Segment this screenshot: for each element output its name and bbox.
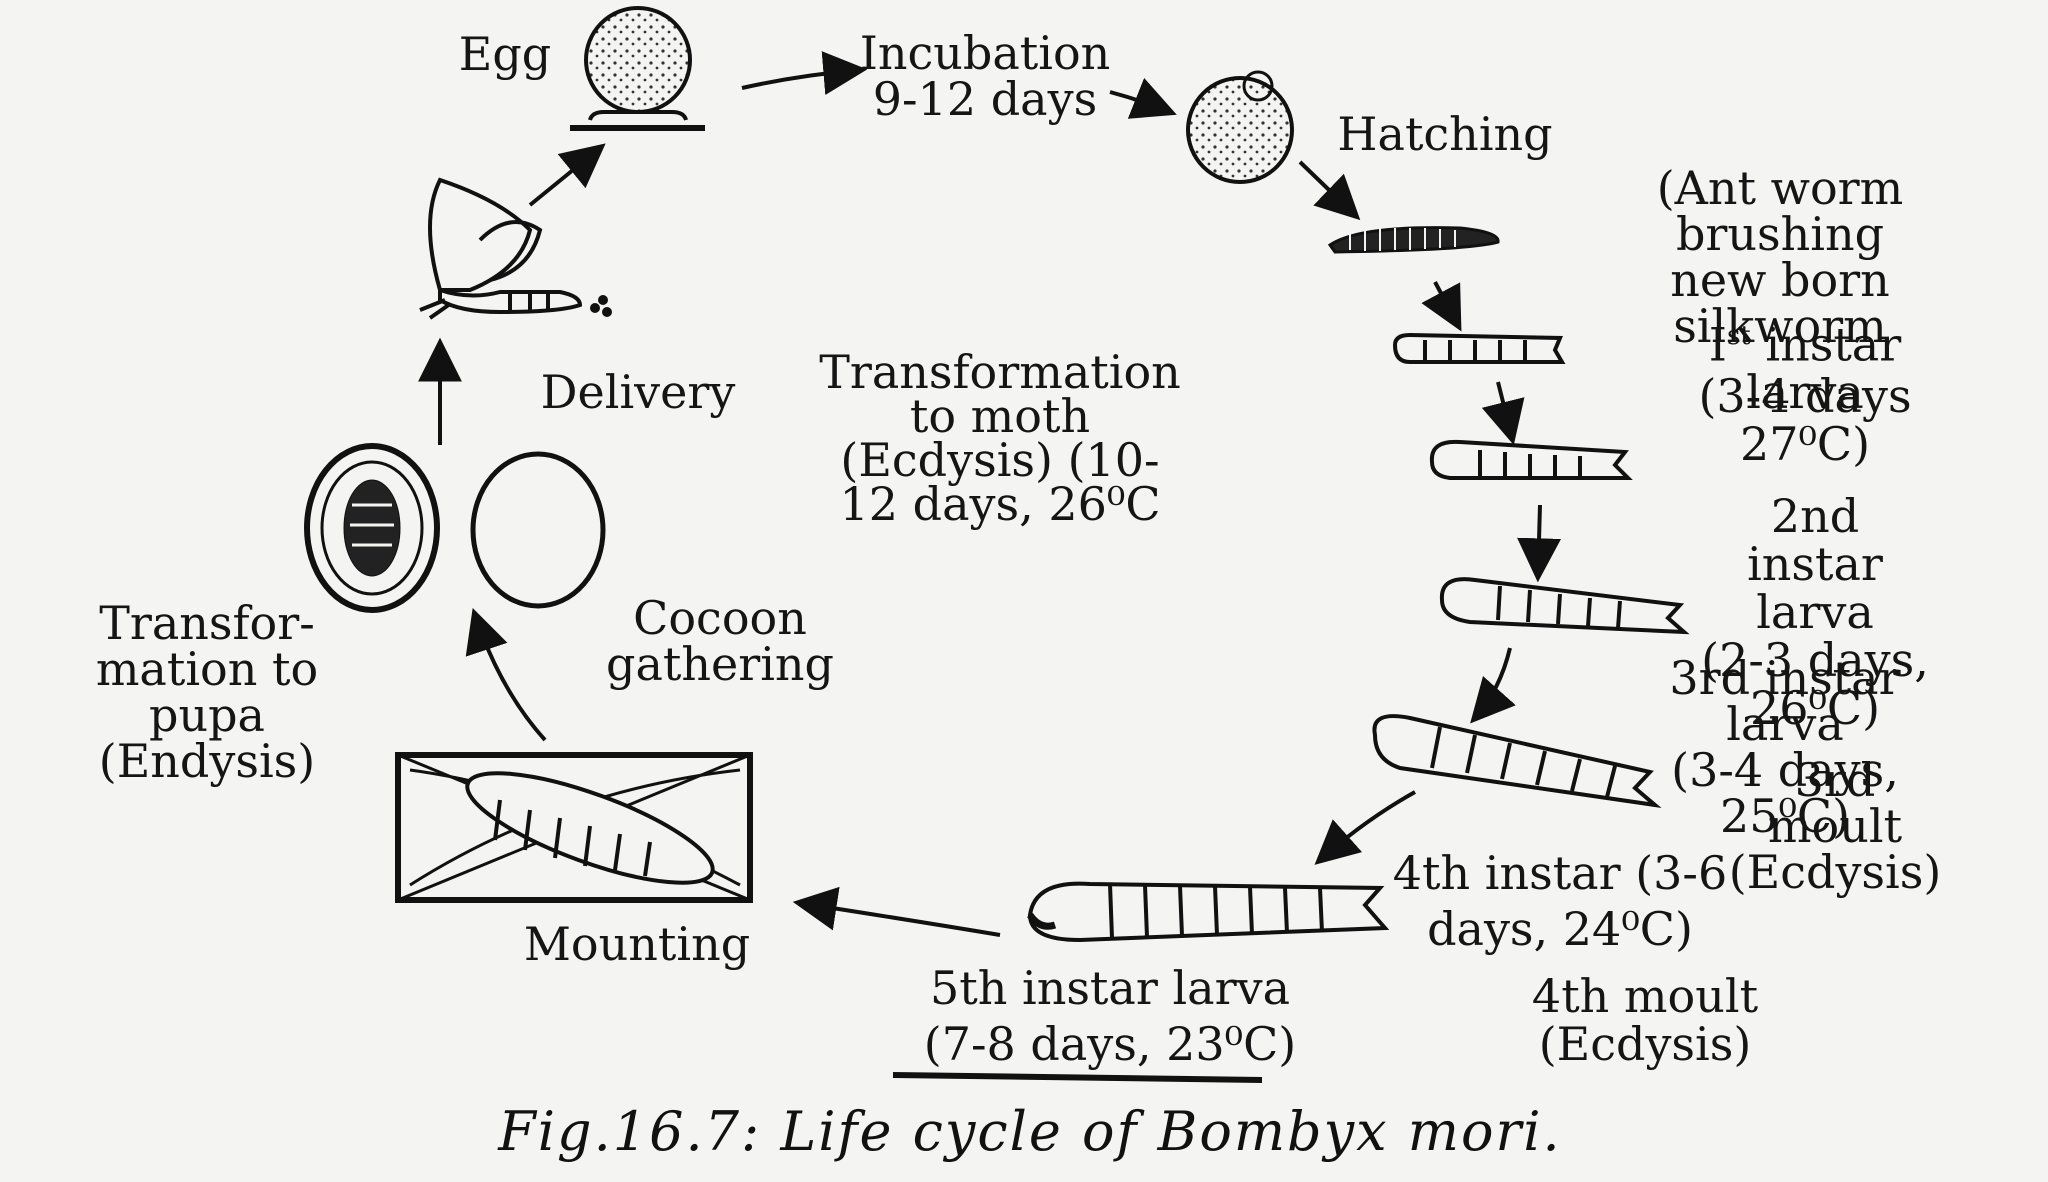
hatching-egg-illustration xyxy=(1186,70,1294,184)
fifth-instar-larva-illustration xyxy=(1027,881,1390,943)
pupa-cocoon-illustration xyxy=(304,443,440,613)
label-cocoon-gathering: Cocoon gathering xyxy=(606,591,834,691)
arrow-fifth-to-mounting xyxy=(792,886,1001,937)
mounting-frame-illustration xyxy=(395,752,753,903)
label-fourth-instar: 4th instar (3-6 days, 24⁰C) xyxy=(1392,846,1728,956)
arrow-mounting-to-cocoon xyxy=(465,608,547,742)
second-instar-larva-illustration xyxy=(1429,439,1633,480)
label-hatching: Hatching xyxy=(1337,107,1553,161)
label-third-instar: 3rd instar larva (3-4 days, 25⁰C) xyxy=(1669,651,1901,843)
label-mounting: Mounting xyxy=(523,917,751,971)
label-second-instar: 2nd instar larva (2-3 days, 26⁰C) xyxy=(1701,489,1929,735)
moth-illustration xyxy=(419,177,612,320)
label-first-instar-text: instar larva xyxy=(1746,317,1902,420)
arrow-antworm-to-first-instar xyxy=(1421,281,1462,332)
third-moult-larva-illustration xyxy=(1372,714,1662,808)
arrow-moth-to-egg xyxy=(528,143,606,207)
label-delivery: Delivery xyxy=(540,365,736,419)
figure-caption: Fig.16.7: Life cycle of Bombyx mori. xyxy=(498,1100,1562,1163)
arrow-third-instar-to-moult xyxy=(1470,647,1516,724)
ant-worm-illustration xyxy=(1327,226,1500,254)
label-third-moult: 3rd moult (Ecdysis) xyxy=(1728,753,1942,899)
label-transformation-moth: Transformation to moth (Ecdysis) (10- 12… xyxy=(819,345,1181,531)
label-first-instar-suffix: st xyxy=(1726,321,1751,351)
label-incubation: Incubation 9-12 days xyxy=(859,26,1111,126)
label-first-instar: Ist instar larva xyxy=(1684,312,1927,416)
label-first-instar-detail: (3-4 days 27⁰C) xyxy=(1698,369,1912,471)
egg-illustration xyxy=(570,6,705,131)
arrow-moult-to-fourth xyxy=(1314,790,1416,865)
first-instar-larva-illustration xyxy=(1392,332,1566,364)
label-fourth-moult: 4th moult (Ecdysis) xyxy=(1531,969,1759,1071)
fifth-instar-underline xyxy=(892,1072,1263,1083)
arrow-incubation-to-hatching xyxy=(1109,77,1177,119)
label-ant-worm: (Ant worm brushing new born silkworm xyxy=(1656,161,1904,353)
arrow-second-to-third-instar xyxy=(1517,504,1562,583)
label-fifth-instar: 5th instar larva (7-8 days, 23⁰C) xyxy=(923,961,1297,1071)
third-instar-larva-illustration xyxy=(1439,577,1690,635)
empty-cocoon-illustration xyxy=(470,451,606,609)
label-first-instar-roman: I xyxy=(1708,317,1727,372)
cycle-arrows xyxy=(418,51,1562,937)
label-egg: Egg xyxy=(458,27,552,81)
arrow-hatching-to-antworm xyxy=(1298,160,1361,221)
arrow-first-to-second-instar xyxy=(1481,381,1525,446)
arrow-egg-to-incubation xyxy=(741,51,868,95)
label-transformation-pupa: Transfor- mation to pupa (Endysis) xyxy=(95,596,319,788)
